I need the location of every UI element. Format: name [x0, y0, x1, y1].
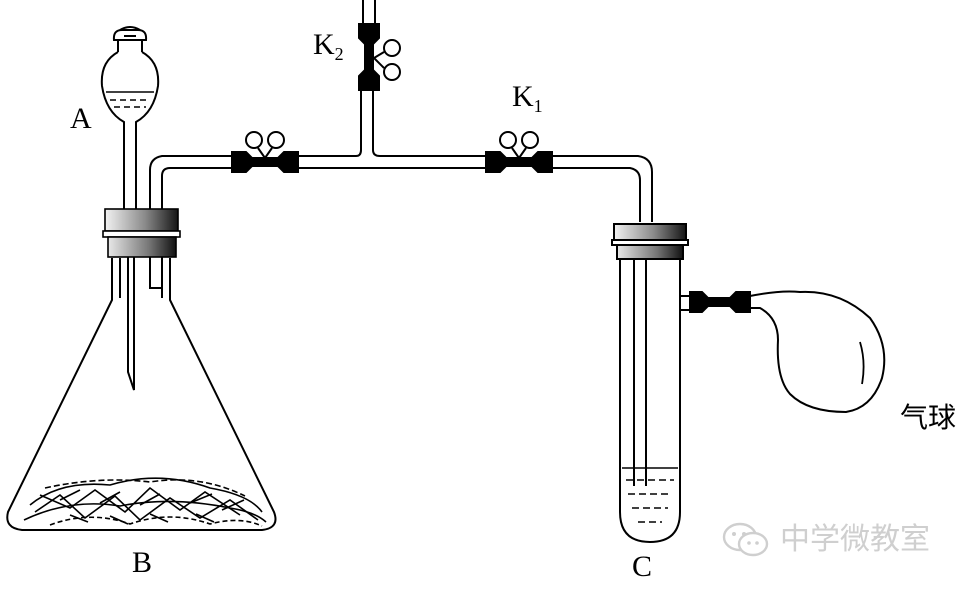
- label-k1: K1: [512, 80, 543, 116]
- conical-flask-b: [6, 258, 277, 531]
- flask-stopper: [102, 208, 181, 258]
- label-b: B: [132, 546, 153, 579]
- label-c: C: [632, 550, 653, 583]
- clamp-k1[interactable]: [485, 131, 553, 173]
- flask-solid-contents: [23, 477, 267, 527]
- watermark-text: 中学微教室: [780, 522, 930, 557]
- pinch-clamp-left: [231, 131, 299, 173]
- side-arm-clamp[interactable]: [689, 291, 751, 313]
- watermark: 中学微教室: [720, 520, 930, 560]
- label-k2-subscript: 2: [334, 44, 344, 64]
- test-tube-c: [611, 223, 690, 544]
- clamp-k2[interactable]: [358, 23, 401, 91]
- label-k2: K2: [313, 28, 344, 64]
- label-k1-letter: K: [512, 80, 534, 113]
- separatory-funnel-a: [100, 26, 160, 391]
- label-k1-subscript: 1: [533, 96, 543, 116]
- label-k2-letter: K: [313, 28, 335, 61]
- delivery-tube: [149, 0, 653, 289]
- balloon: [749, 290, 886, 414]
- label-a: A: [70, 102, 92, 135]
- wechat-chat-icon: [722, 522, 769, 557]
- label-balloon: 气球: [900, 401, 957, 434]
